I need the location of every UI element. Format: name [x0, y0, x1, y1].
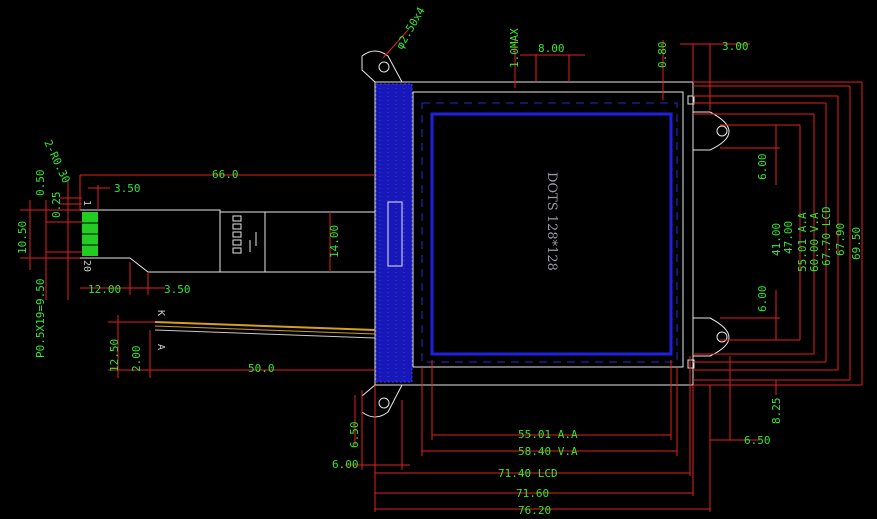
view-area — [421, 102, 678, 363]
pad-label-a: A — [155, 344, 166, 350]
dim-lcd-width: 71.40 LCD — [498, 467, 558, 480]
dim-max-thickness: 1.0MAX — [508, 28, 521, 68]
dim-right-600b: 6.00 — [756, 286, 769, 313]
dim-1050: 10.50 — [16, 221, 29, 254]
dim-7620: 76.20 — [518, 504, 551, 517]
fpc-component-marks — [232, 215, 242, 254]
dim-right-825: 8.25 — [770, 398, 783, 425]
dim-led-length: 50.0 — [248, 362, 275, 375]
dim-led-1250: 12.50 — [108, 339, 121, 372]
dim-va-width: 58.40 V.A — [518, 445, 578, 458]
active-area — [430, 112, 673, 356]
dim-right-6000: 60.00 V.A — [808, 212, 821, 272]
dimension-lines — [20, 29, 863, 512]
dim-right-4700: 47.00 — [782, 221, 795, 254]
dim-right-6950: 69.50 — [850, 227, 863, 260]
backlight-strip — [375, 83, 413, 383]
dim-350a: 3.50 — [114, 182, 141, 195]
dim-7160: 71.60 — [516, 487, 549, 500]
dim-hole: φ2.50x4 — [393, 5, 428, 52]
dim-right-6770: 67.70 LCD — [820, 206, 833, 266]
pin-first-label: 1 — [81, 200, 92, 206]
dim-350b: 3.50 — [164, 283, 191, 296]
dim-top-080: 0.80 — [656, 42, 669, 69]
dim-top-8: 8.00 — [538, 42, 565, 55]
dim-950: P0.5X19=9.50 — [34, 279, 47, 358]
dim-fpc-width: 14.00 — [328, 225, 341, 258]
dim-050: 0.50 — [34, 170, 47, 197]
dim-600b: 6.00 — [332, 458, 359, 471]
dim-025: 0.25 — [50, 192, 63, 219]
dim-top-3: 3.00 — [722, 40, 749, 53]
dim-650b: 6.50 — [348, 422, 361, 449]
dim-led-200: 2.00 — [130, 346, 143, 373]
pin-last-label: 20 — [81, 260, 92, 272]
dim-fpc-length: 66.0 — [212, 168, 239, 181]
dim-right-5501: 55.01 A.A — [796, 212, 809, 272]
dim-right-6790: 67.90 — [834, 223, 847, 256]
panel-dots-label: DOTS 128*128 — [544, 172, 559, 271]
dim-right-600a: 6.00 — [756, 154, 769, 181]
dim-1200: 12.00 — [88, 283, 121, 296]
dim-aa-width: 55.01 A.A — [518, 428, 578, 441]
fpc-cable — [80, 209, 375, 273]
pad-label-k: K — [155, 310, 166, 316]
dim-right-4100: 41.00 — [770, 223, 783, 256]
led-leads — [154, 321, 376, 339]
dim-right-650: 6.50 — [744, 434, 771, 447]
